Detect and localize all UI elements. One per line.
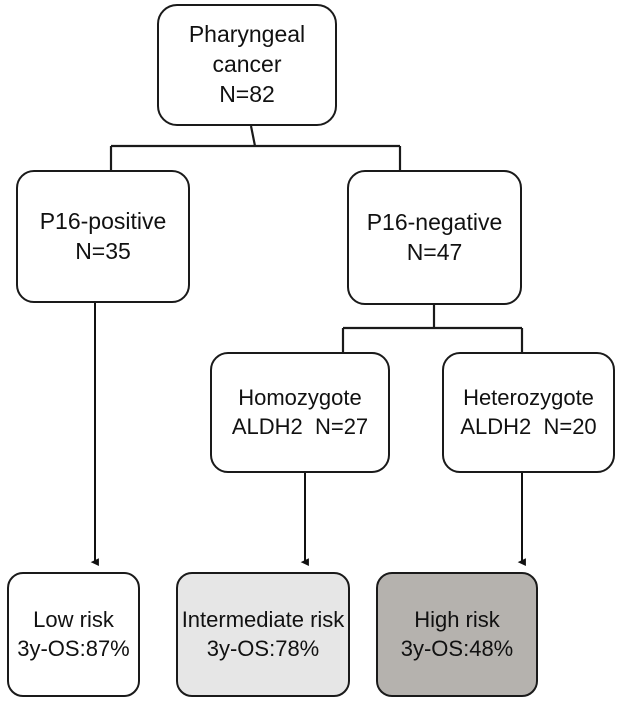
node-p16-positive-count: N=35 <box>75 237 131 264</box>
node-p16-positive[interactable]: P16-positive N=35 <box>16 170 190 303</box>
node-high-risk-survival: 3y-OS:48% <box>400 635 514 661</box>
node-low-risk[interactable]: Low risk 3y-OS:87% <box>7 572 140 697</box>
connector-root-stem <box>249 125 257 147</box>
node-intermediate-risk-label: Intermediate risk <box>181 606 345 632</box>
node-low-risk-label: Low risk <box>33 606 114 632</box>
node-heterozygote-aldh2-label: Heterozygote <box>463 384 594 410</box>
node-intermediate-risk[interactable]: Intermediate risk 3y-OS:78% <box>176 572 350 697</box>
node-low-risk-survival: 3y-OS:87% <box>17 635 130 661</box>
node-pharyngeal-cancer[interactable]: Pharyngeal cancer N=82 <box>157 4 337 126</box>
node-pharyngeal-cancer-line1: Pharyngeal <box>188 21 306 48</box>
node-pharyngeal-cancer-count: N=82 <box>219 80 275 107</box>
node-intermediate-risk-survival: 3y-OS:78% <box>206 635 320 661</box>
node-p16-positive-label: P16-positive <box>39 207 167 234</box>
node-homozygote-aldh2-label: Homozygote <box>238 384 362 410</box>
node-heterozygote-aldh2[interactable]: Heterozygote ALDH2 N=20 <box>442 352 615 473</box>
node-homozygote-aldh2-count: ALDH2 N=27 <box>231 413 369 439</box>
node-homozygote-aldh2[interactable]: Homozygote ALDH2 N=27 <box>210 352 390 473</box>
node-pharyngeal-cancer-line2: cancer <box>212 51 282 78</box>
node-high-risk-label: High risk <box>414 606 500 632</box>
node-p16-negative[interactable]: P16-negative N=47 <box>347 170 522 305</box>
node-p16-negative-label: P16-negative <box>366 208 503 235</box>
node-p16-negative-count: N=47 <box>406 238 463 265</box>
node-high-risk[interactable]: High risk 3y-OS:48% <box>376 572 538 697</box>
node-heterozygote-aldh2-count: ALDH2 N=20 <box>460 413 597 439</box>
